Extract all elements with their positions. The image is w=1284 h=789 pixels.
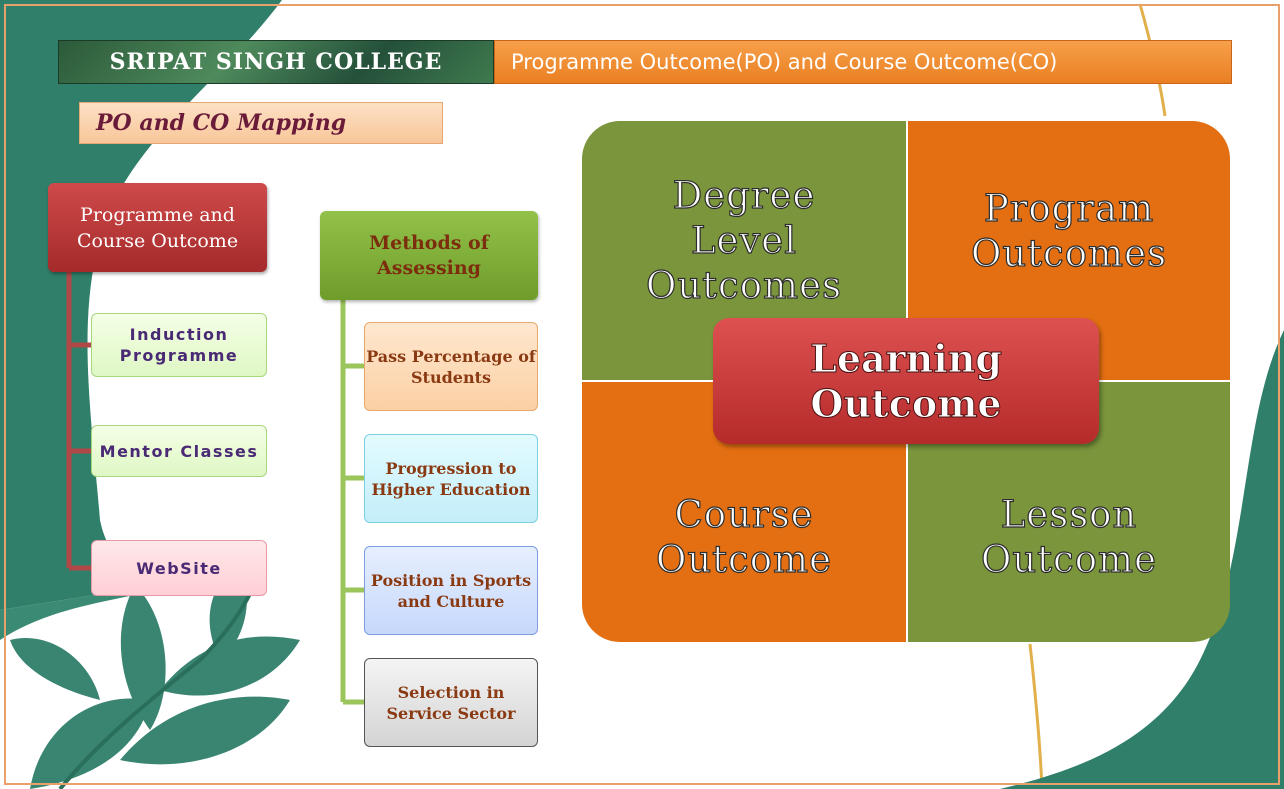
college-title: SRIPAT SINGH COLLEGE bbox=[58, 40, 494, 84]
progression-higher-education-box: Progression to Higher Education bbox=[364, 434, 538, 523]
induction-programme-box: Induction Programme bbox=[91, 313, 267, 377]
website-box: WebSite bbox=[91, 540, 267, 596]
program-outcomes-label: Program Outcomes bbox=[970, 186, 1167, 275]
mentor-classes-box: Mentor Classes bbox=[91, 425, 267, 477]
lesson-outcome-label: Lesson Outcome bbox=[980, 492, 1157, 581]
programme-course-outcome-box: Programme and Course Outcome bbox=[48, 183, 267, 272]
course-outcome-label: Course Outcome bbox=[655, 492, 832, 581]
service-sector-box: Selection in Service Sector bbox=[364, 658, 538, 747]
degree-level-outcomes-label: Degree Level Outcomes bbox=[645, 173, 842, 307]
methods-of-assessing-box: Methods of Assessing bbox=[320, 211, 538, 300]
slide-subtitle: Programme Outcome(PO) and Course Outcome… bbox=[494, 40, 1232, 84]
learning-outcome-label: Learning Outcome bbox=[810, 336, 1003, 427]
sports-culture-box: Position in Sports and Culture bbox=[364, 546, 538, 635]
slide-border bbox=[4, 4, 1280, 785]
section-title: PO and CO Mapping bbox=[79, 102, 443, 144]
learning-outcome-center: Learning Outcome bbox=[713, 318, 1099, 444]
pass-percentage-box: Pass Percentage of Students bbox=[364, 322, 538, 411]
